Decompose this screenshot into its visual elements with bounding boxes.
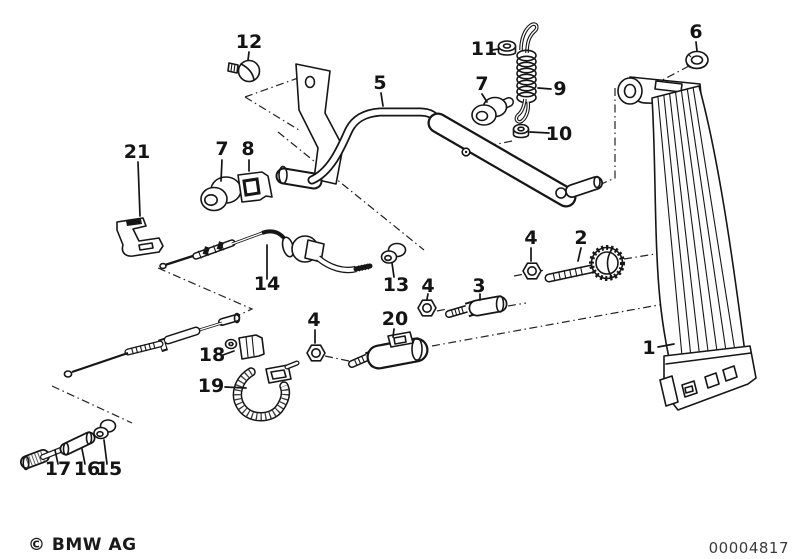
part-label-21[interactable]: 21 <box>124 141 150 163</box>
hex-nut-part-4-c <box>306 344 326 362</box>
part-label-1[interactable]: 1 <box>642 337 655 359</box>
part-label-11[interactable]: 11 <box>471 38 497 60</box>
part-label-6[interactable]: 6 <box>689 21 702 43</box>
part-label-2[interactable]: 2 <box>574 227 587 249</box>
throttle-rod-part-5 <box>275 107 443 190</box>
part-label-19[interactable]: 19 <box>198 375 224 397</box>
part-label-7-a[interactable]: 7 <box>215 138 228 160</box>
flange-nut-part-6 <box>685 50 709 70</box>
pedal-ribs <box>657 87 739 388</box>
leader-lines <box>54 41 698 465</box>
part-label-8[interactable]: 8 <box>241 138 254 160</box>
part-label-4-a[interactable]: 4 <box>524 227 537 249</box>
return-spring-part-9 <box>514 22 539 124</box>
part-label-15[interactable]: 15 <box>96 458 122 480</box>
hex-nut-part-4-a <box>522 262 542 280</box>
part-label-12[interactable]: 12 <box>236 31 262 53</box>
clip-part-18 <box>224 334 265 360</box>
hex-nut-part-4-b <box>417 299 437 317</box>
bushing-part-7-right <box>471 96 514 126</box>
screw-part-12 <box>227 59 261 83</box>
nut-part-11 <box>497 40 517 56</box>
part-label-20[interactable]: 20 <box>382 308 408 330</box>
adjusting-bolt-part-2 <box>544 245 625 283</box>
part-label-13[interactable]: 13 <box>383 274 409 296</box>
part-label-4-c[interactable]: 4 <box>307 309 320 331</box>
bushing-part-7-left <box>200 176 242 212</box>
part-label-4-b[interactable]: 4 <box>421 275 434 297</box>
part-label-3[interactable]: 3 <box>472 275 485 297</box>
bolt-threads <box>552 266 583 282</box>
callout-labels: 1 2 3 4 4 4 5 6 7 7 8 9 10 11 12 13 14 1… <box>45 21 703 480</box>
switch-part-20 <box>348 331 429 370</box>
accelerator-pedal-part-1 <box>617 76 757 411</box>
pedal-lever-arm <box>427 112 603 208</box>
part-label-10[interactable]: 10 <box>546 123 572 145</box>
bushing-part-15 <box>93 419 117 440</box>
part-label-17[interactable]: 17 <box>45 458 71 480</box>
copyright-notice: © BMW AG <box>28 535 137 555</box>
square-clip-part-8 <box>237 171 273 203</box>
diagram-image-number: 00004817 <box>708 539 789 557</box>
switch-part-3 <box>445 295 508 318</box>
part-label-5[interactable]: 5 <box>373 72 386 94</box>
cable-strap-part-19 <box>232 360 300 422</box>
part-label-18[interactable]: 18 <box>199 344 225 366</box>
clip-part-21 <box>116 217 164 257</box>
nut-part-10 <box>512 123 530 139</box>
pin-part-16 <box>59 431 96 456</box>
part-label-9[interactable]: 9 <box>553 78 566 100</box>
part-label-16[interactable]: 16 <box>74 458 100 480</box>
part-label-7-b[interactable]: 7 <box>475 73 488 95</box>
grommet-part-13 <box>380 242 407 264</box>
mounting-bracket <box>295 63 344 185</box>
part-label-14[interactable]: 14 <box>254 273 280 295</box>
accelerator-cable-part-14 <box>159 229 373 274</box>
accelerator-cable-lower-run <box>63 312 241 378</box>
